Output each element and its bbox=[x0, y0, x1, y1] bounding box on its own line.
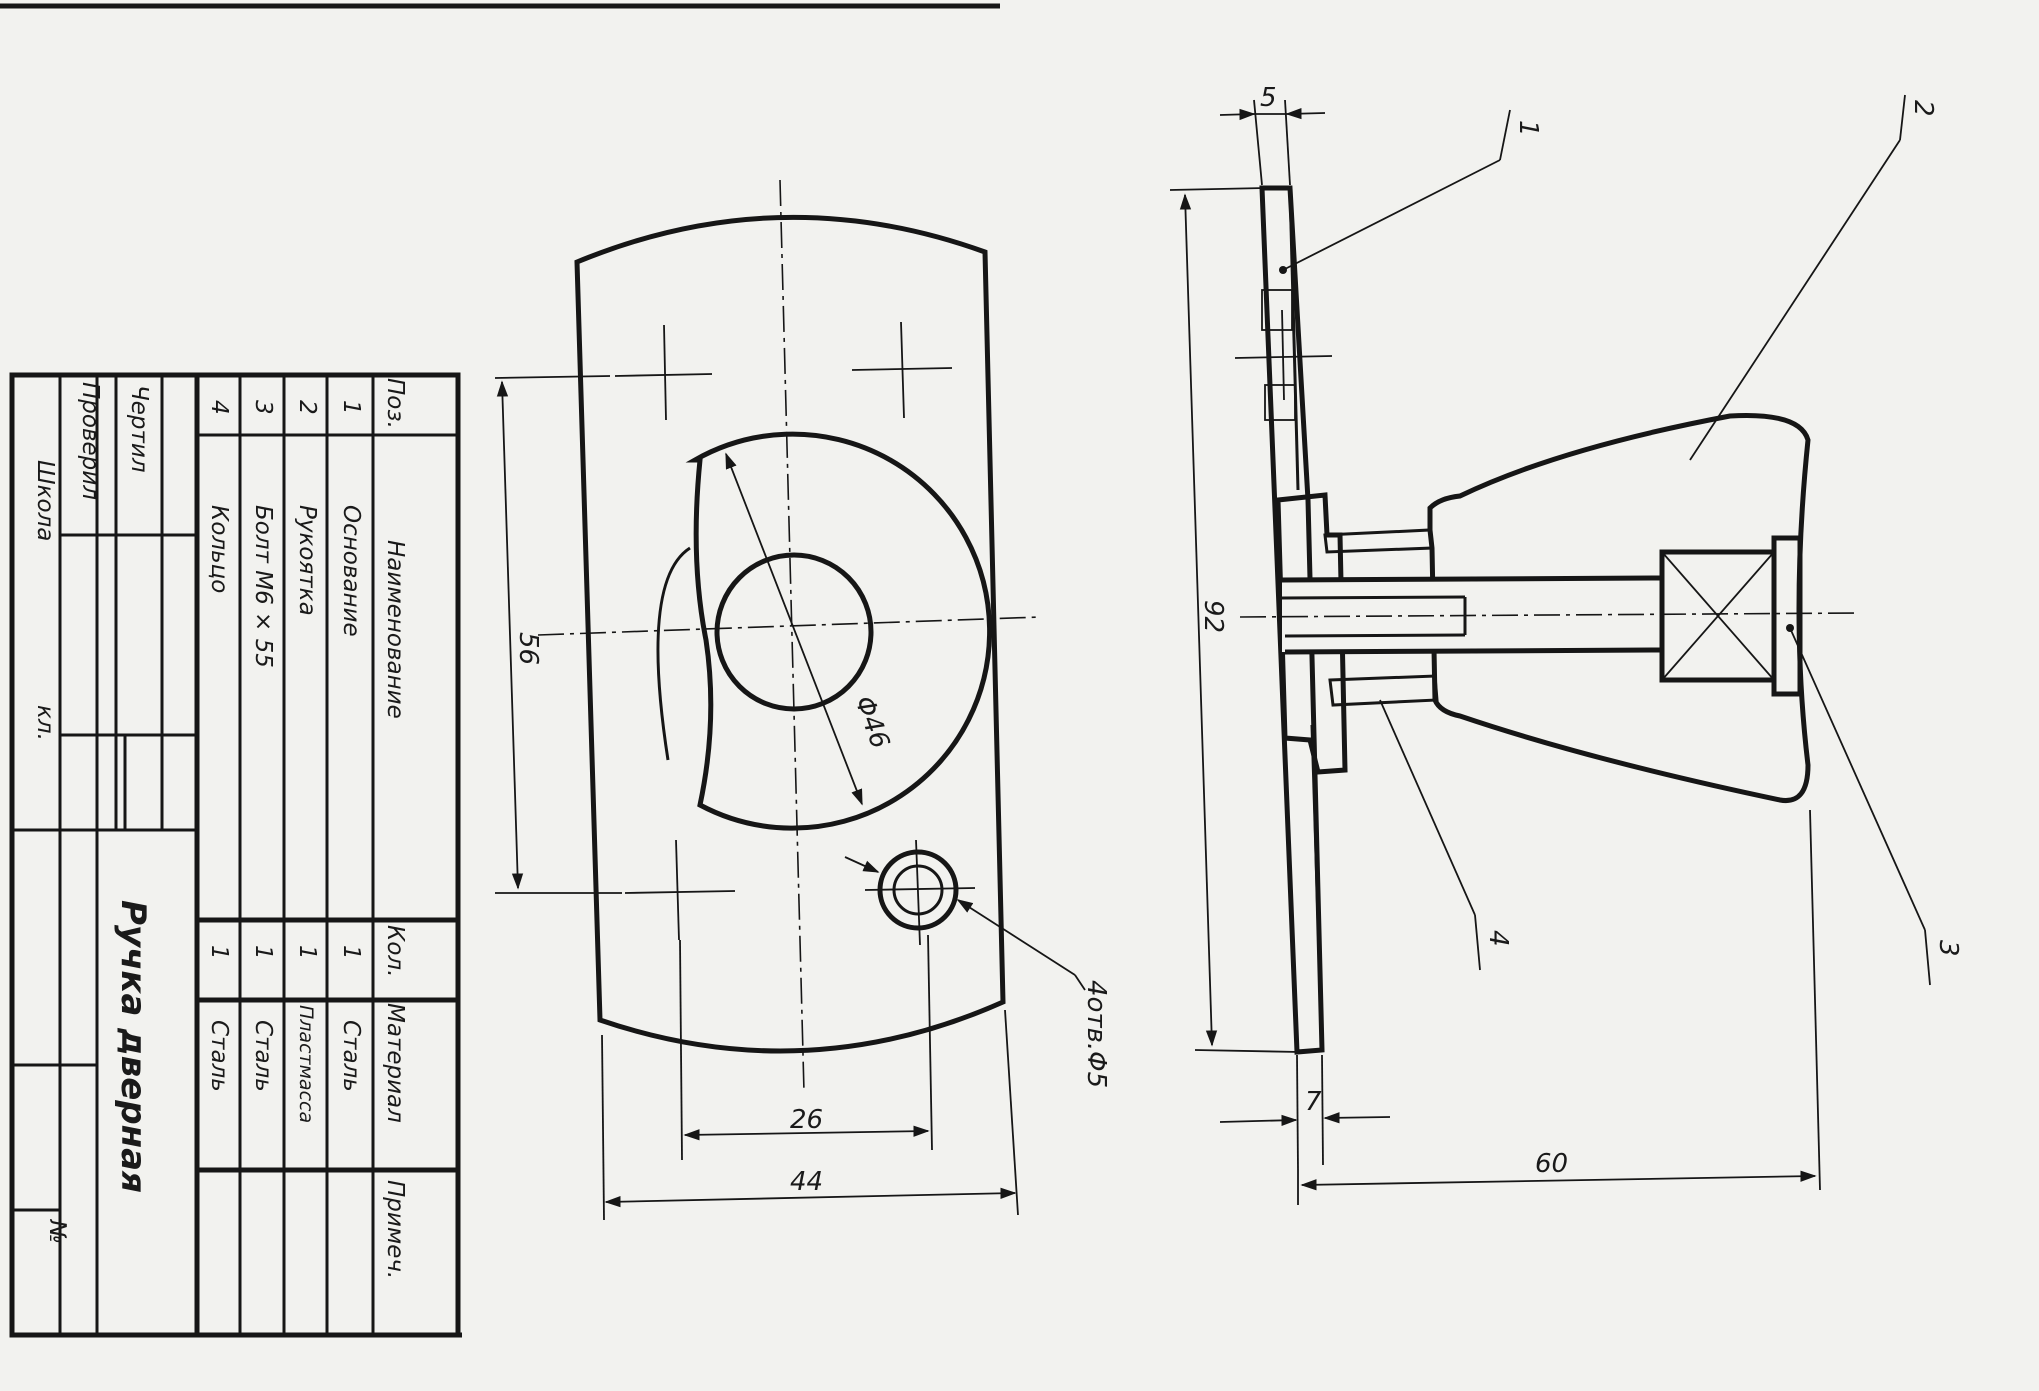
dim-5: 5 bbox=[1260, 83, 1277, 113]
row-4-pos: 4 bbox=[206, 400, 232, 415]
row-4-material: Сталь bbox=[206, 1020, 232, 1092]
row-1-qty: 1 bbox=[338, 945, 364, 960]
row-4-qty: 1 bbox=[206, 945, 232, 960]
drew-label: Чертил bbox=[126, 385, 152, 473]
row-3-qty: 1 bbox=[250, 945, 276, 960]
dim-phi46: Φ46 bbox=[848, 692, 895, 753]
row-2-qty: 1 bbox=[294, 945, 320, 960]
row-3-material: Сталь bbox=[250, 1020, 276, 1092]
dim-26: 26 bbox=[790, 1105, 823, 1135]
row-3-pos: 3 bbox=[250, 400, 276, 415]
title-block: Поз. Наименование Кол. Материал Примеч. … bbox=[9, 372, 462, 1338]
leader-3: 3 bbox=[1933, 940, 1963, 957]
dim-line-92 bbox=[1179, 193, 1218, 1047]
row-2-pos: 2 bbox=[294, 400, 320, 415]
leader-4: 4 bbox=[1483, 930, 1513, 947]
front-view: Φ46 56 26 44 4отв.Φ5 bbox=[494, 179, 1111, 1221]
dim-holes: 4отв.Φ5 bbox=[1081, 980, 1111, 1088]
dim-line-44 bbox=[604, 1187, 1017, 1208]
row-2-name: Рукоятка bbox=[294, 505, 320, 616]
dim-7: 7 bbox=[1305, 1087, 1322, 1117]
dim-line-26 bbox=[683, 1125, 930, 1141]
drawing-title: Ручка дверная bbox=[113, 900, 153, 1193]
row-2-material: Пластмасса bbox=[295, 1005, 317, 1123]
leader-2: 2 bbox=[1908, 100, 1938, 117]
plate-outline bbox=[574, 214, 1006, 1054]
dim-92: 92 bbox=[1198, 600, 1228, 633]
row-1-name: Основание bbox=[338, 505, 364, 637]
header-qty: Кол. bbox=[382, 925, 408, 977]
class-label: кл. bbox=[32, 705, 58, 741]
base-circle bbox=[685, 431, 993, 831]
header-name: Наименование bbox=[382, 540, 408, 719]
dim-line-56 bbox=[496, 380, 524, 890]
checked-label: Проверил bbox=[77, 382, 103, 500]
row-1-pos: 1 bbox=[338, 400, 364, 415]
header-pos: Поз. bbox=[382, 378, 408, 429]
dim-line-phi46 bbox=[725, 452, 863, 806]
dim-56: 56 bbox=[513, 632, 543, 665]
row-3-name: Болт М6 × 55 bbox=[250, 505, 276, 668]
header-material: Материал bbox=[382, 1003, 408, 1123]
dim-line-60 bbox=[1300, 1170, 1817, 1191]
row-4-name: Кольцо bbox=[206, 505, 232, 593]
header-note: Примеч. bbox=[382, 1180, 408, 1279]
leader-1: 1 bbox=[1513, 120, 1543, 137]
number-label: № bbox=[44, 1218, 70, 1244]
school-label: Школа bbox=[32, 460, 58, 541]
row-1-material: Сталь bbox=[338, 1020, 364, 1092]
dim-60: 60 bbox=[1535, 1149, 1568, 1179]
section-view: 1 2 3 4 5 92 7 60 bbox=[1169, 83, 1963, 1205]
dim-44: 44 bbox=[790, 1167, 823, 1197]
section-hub bbox=[1275, 492, 1348, 775]
